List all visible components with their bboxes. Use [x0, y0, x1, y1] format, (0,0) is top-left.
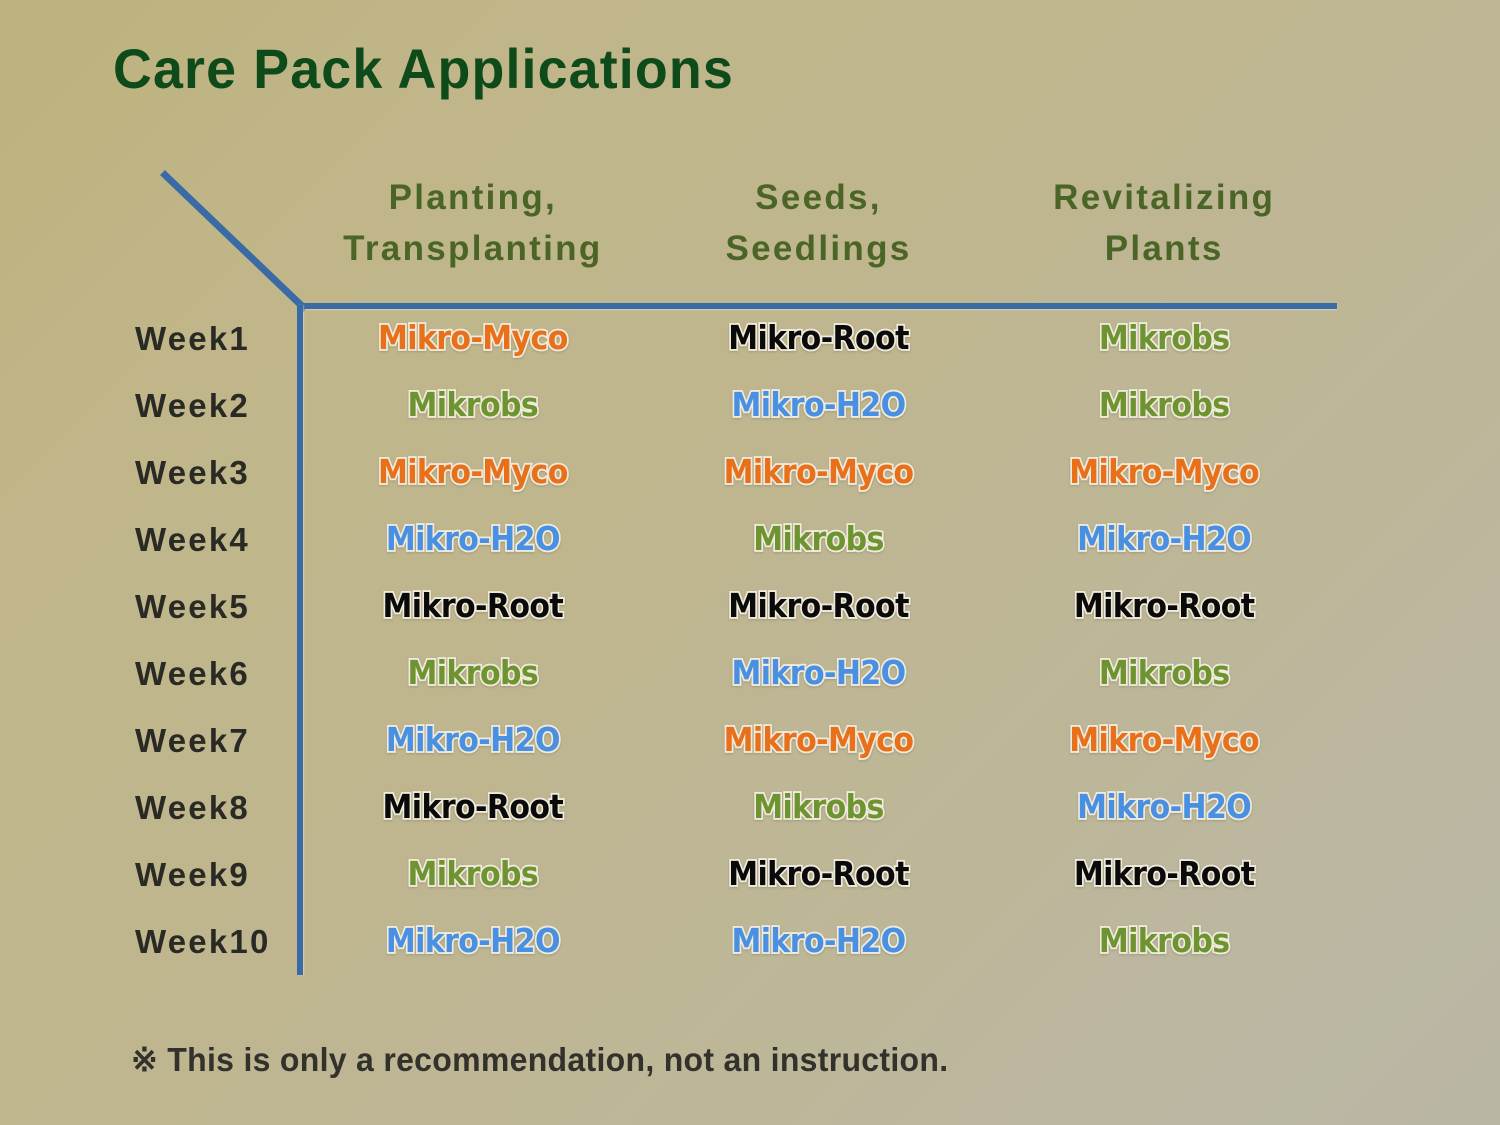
- product-label-h2o: Mikro-H2O: [1075, 518, 1253, 560]
- week-label-5: Week5: [135, 587, 250, 625]
- schedule-cell-r9-c1: Mikrobs: [300, 841, 646, 908]
- product-label-mikrobs: Mikrobs: [406, 853, 541, 895]
- schedule-cell-r1-c2: Mikro-Root: [646, 305, 992, 372]
- product-label-myco: Mikro-Myco: [376, 317, 570, 359]
- table-row: Mikro-H2O Mikro-H2O Mikrobs: [300, 908, 1337, 975]
- schedule-cell-r10-c1: Mikro-H2O: [300, 908, 646, 975]
- schedule-cell-r10-c2: Mikro-H2O: [646, 908, 992, 975]
- schedule-cell-r4-c1: Mikro-H2O: [300, 506, 646, 573]
- product-label-root: Mikro-Root: [727, 585, 912, 627]
- schedule-cell-r3-c2: Mikro-Myco: [646, 439, 992, 506]
- table-row: Mikro-H2O Mikrobs Mikro-H2O: [300, 506, 1337, 573]
- schedule-cell-r8-c1: Mikro-Root: [300, 774, 646, 841]
- schedule-cell-r8-c3: Mikro-H2O: [991, 774, 1337, 841]
- product-label-myco: Mikro-Myco: [722, 451, 916, 493]
- schedule-cell-r3-c1: Mikro-Myco: [300, 439, 646, 506]
- product-label-myco: Mikro-Myco: [1068, 719, 1262, 761]
- product-label-root: Mikro-Root: [727, 853, 912, 895]
- page-title: Care Pack Applications: [113, 37, 734, 100]
- schedule-cell-r1-c3: Mikrobs: [991, 305, 1337, 372]
- product-label-root: Mikro-Root: [1072, 585, 1257, 627]
- table-row-label-divider: [297, 305, 303, 975]
- table-row: Mikro-Root Mikro-Root Mikro-Root: [300, 573, 1337, 640]
- schedule-cell-r10-c3: Mikrobs: [991, 908, 1337, 975]
- table-row: Mikro-Root Mikrobs Mikro-H2O: [300, 774, 1337, 841]
- schedule-cell-r2-c1: Mikrobs: [300, 372, 646, 439]
- product-label-mikrobs: Mikrobs: [406, 652, 541, 694]
- product-label-mikrobs: Mikrobs: [406, 384, 541, 426]
- schedule-cell-r5-c2: Mikro-Root: [646, 573, 992, 640]
- schedule-cell-r7-c2: Mikro-Myco: [646, 707, 992, 774]
- product-label-h2o: Mikro-H2O: [730, 920, 908, 962]
- product-label-root: Mikro-Root: [381, 585, 566, 627]
- product-label-h2o: Mikro-H2O: [730, 384, 908, 426]
- week-label-1: Week1: [135, 319, 250, 357]
- week-label-7: Week7: [135, 721, 250, 759]
- column-header-1: Planting, Transplanting: [300, 172, 646, 294]
- week-label-6: Week6: [135, 654, 250, 692]
- schedule-cell-r2-c2: Mikro-H2O: [646, 372, 992, 439]
- schedule-cell-r8-c2: Mikrobs: [646, 774, 992, 841]
- week-label-3: Week3: [135, 453, 250, 491]
- product-label-root: Mikro-Root: [727, 317, 912, 359]
- schedule-cell-r7-c1: Mikro-H2O: [300, 707, 646, 774]
- schedule-cell-r5-c1: Mikro-Root: [300, 573, 646, 640]
- table-row: Mikrobs Mikro-H2O Mikrobs: [300, 640, 1337, 707]
- product-label-myco: Mikro-Myco: [376, 451, 570, 493]
- column-header-2: Seeds, Seedlings: [646, 172, 992, 294]
- product-label-root: Mikro-Root: [1072, 853, 1257, 895]
- schedule-cell-r2-c3: Mikrobs: [991, 372, 1337, 439]
- table-corner-diagonal-line: [160, 170, 308, 312]
- product-label-myco: Mikro-Myco: [722, 719, 916, 761]
- column-header-line2: Plants: [1104, 229, 1224, 269]
- product-label-myco: Mikro-Myco: [1068, 451, 1262, 493]
- product-label-h2o: Mikro-H2O: [384, 518, 562, 560]
- product-label-mikrobs: Mikrobs: [1097, 920, 1232, 962]
- schedule-cell-r1-c1: Mikro-Myco: [300, 305, 646, 372]
- table-row: Mikrobs Mikro-H2O Mikrobs: [300, 372, 1337, 439]
- column-header-line1: Revitalizing: [1053, 178, 1276, 217]
- table-row: Mikro-Myco Mikro-Root Mikrobs: [300, 305, 1337, 372]
- product-label-mikrobs: Mikrobs: [1097, 384, 1232, 426]
- table-row: Mikro-H2O Mikro-Myco Mikro-Myco: [300, 707, 1337, 774]
- product-label-h2o: Mikro-H2O: [730, 652, 908, 694]
- week-label-2: Week2: [135, 386, 250, 424]
- footnote-disclaimer: ※ This is only a recommendation, not an …: [131, 1041, 949, 1078]
- week-label-10: Week10: [135, 922, 271, 960]
- table-row: Mikrobs Mikro-Root Mikro-Root: [300, 841, 1337, 908]
- column-header-line2: Seedlings: [725, 229, 912, 269]
- column-header-line2: Transplanting: [343, 229, 603, 269]
- product-label-root: Mikro-Root: [381, 786, 566, 828]
- product-label-mikrobs: Mikrobs: [1097, 652, 1232, 694]
- schedule-cell-r6-c1: Mikrobs: [300, 640, 646, 707]
- week-label-8: Week8: [135, 788, 250, 826]
- column-header-line1: Planting,: [388, 178, 558, 217]
- schedule-cell-r4-c3: Mikro-H2O: [991, 506, 1337, 573]
- schedule-cell-r3-c3: Mikro-Myco: [991, 439, 1337, 506]
- week-label-9: Week9: [135, 855, 250, 893]
- table-row: Mikro-Myco Mikro-Myco Mikro-Myco: [300, 439, 1337, 506]
- schedule-cell-r6-c3: Mikrobs: [991, 640, 1337, 707]
- schedule-cell-r4-c2: Mikrobs: [646, 506, 992, 573]
- schedule-cell-r6-c2: Mikro-H2O: [646, 640, 992, 707]
- product-label-h2o: Mikro-H2O: [384, 719, 562, 761]
- product-label-h2o: Mikro-H2O: [384, 920, 562, 962]
- product-label-mikrobs: Mikrobs: [1097, 317, 1232, 359]
- product-label-h2o: Mikro-H2O: [1075, 786, 1253, 828]
- column-header-line1: Seeds,: [755, 178, 882, 217]
- schedule-cell-r9-c3: Mikro-Root: [991, 841, 1337, 908]
- product-label-mikrobs: Mikrobs: [751, 786, 886, 828]
- column-headers: Planting, Transplanting Seeds, Seedlings Rev…: [300, 172, 1337, 294]
- table-header-divider: [300, 303, 1337, 309]
- week-label-4: Week4: [135, 520, 250, 558]
- product-label-mikrobs: Mikrobs: [751, 518, 886, 560]
- schedule-cell-r7-c3: Mikro-Myco: [991, 707, 1337, 774]
- schedule-cell-r9-c2: Mikro-Root: [646, 841, 992, 908]
- schedule-cell-r5-c3: Mikro-Root: [991, 573, 1337, 640]
